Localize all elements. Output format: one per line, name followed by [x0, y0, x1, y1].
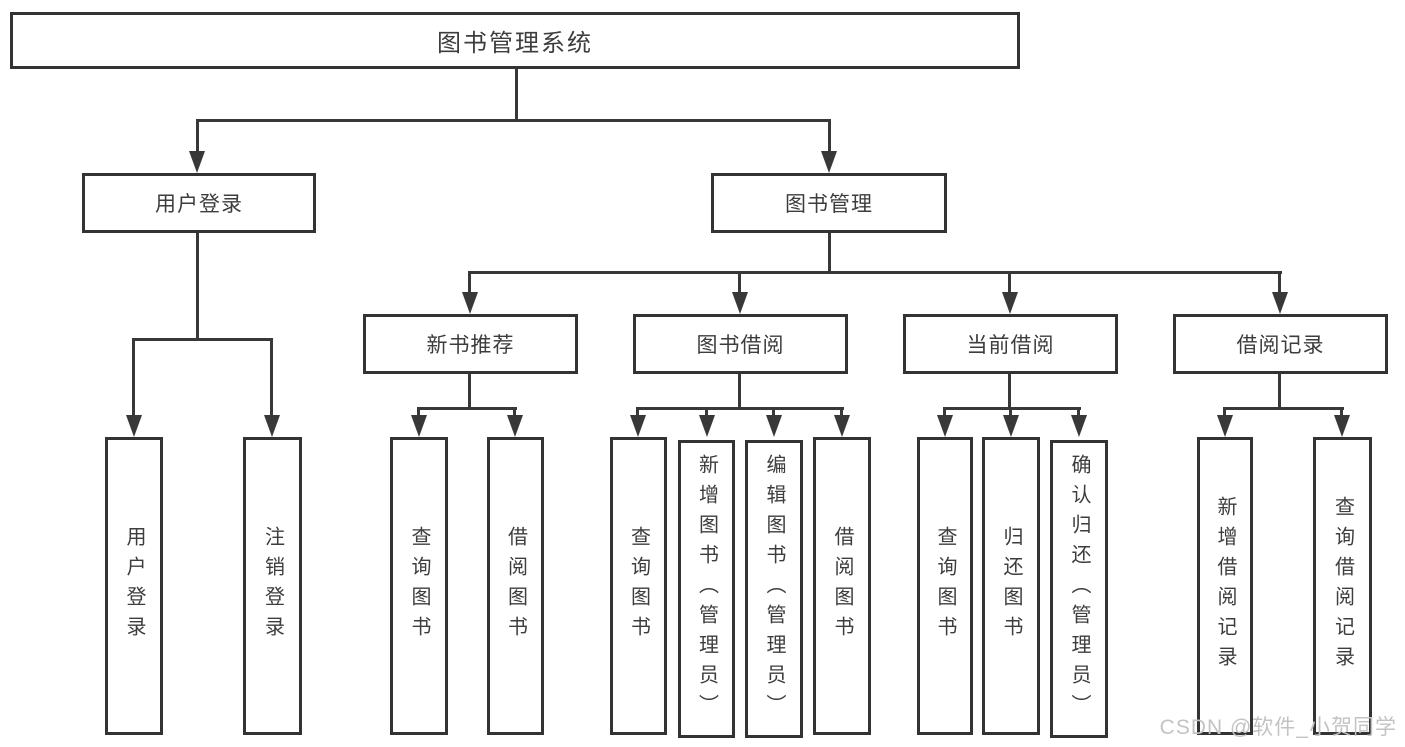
node-book-borrow: 图书借阅: [633, 314, 848, 374]
leaf-current-query-label: 查询图书: [934, 526, 956, 646]
leaf-borrow-borrow-book: 借阅图书: [813, 437, 871, 735]
connector-line: [468, 271, 471, 293]
connector-line: [1009, 407, 1012, 417]
connector-line: [772, 407, 775, 417]
connector-line: [417, 407, 420, 417]
connector-line: [468, 374, 471, 410]
leaf-borrow-query-label: 查询图书: [627, 526, 650, 646]
connector-line: [515, 69, 518, 121]
node-borrow-records: 借阅记录: [1173, 314, 1388, 374]
arrow-down-icon: [462, 292, 478, 314]
leaf-borrow-edit-book: 编辑图书（管理员）: [745, 440, 803, 738]
arrow-down-icon: [937, 415, 953, 437]
connector-line: [636, 407, 844, 410]
connector-line: [738, 271, 741, 293]
leaf-record-add-label: 新增借阅记录: [1214, 496, 1236, 676]
leaf-current-return: 归还图书: [982, 437, 1040, 735]
arrow-down-icon: [1272, 292, 1288, 314]
connector-line: [1223, 407, 1344, 410]
leaf-newbook-query-label: 查询图书: [408, 526, 430, 646]
leaf-user-login: 用户登录: [105, 437, 163, 735]
node-book-management-label: 图书管理: [785, 193, 873, 216]
leaf-newbook-borrow-label: 借阅图书: [504, 526, 527, 646]
arrow-down-icon: [630, 415, 646, 437]
arrow-down-icon: [264, 415, 280, 437]
node-current-borrow: 当前借阅: [903, 314, 1118, 374]
connector-line: [196, 119, 831, 122]
arrow-down-icon: [1217, 415, 1233, 437]
arrow-down-icon: [189, 151, 205, 173]
leaf-current-confirm-return-label: 确认归还（管理员）: [1068, 454, 1090, 724]
leaf-current-return-label: 归还图书: [1000, 526, 1022, 646]
arrow-down-icon: [1071, 415, 1087, 437]
connector-line: [196, 233, 199, 340]
leaf-borrow-add-book: 新增图书（管理员）: [678, 440, 735, 738]
leaf-borrow-edit-book-label: 编辑图书（管理员）: [763, 454, 785, 724]
connector-line: [417, 407, 517, 410]
arrow-down-icon: [507, 415, 523, 437]
connector-line: [1340, 407, 1343, 417]
leaf-newbook-query: 查询图书: [390, 437, 448, 735]
node-user-login: 用户登录: [82, 173, 316, 233]
node-user-login-label: 用户登录: [155, 193, 243, 216]
leaf-record-add: 新增借阅记录: [1197, 437, 1253, 735]
arrow-down-icon: [411, 415, 427, 437]
arrow-down-icon: [766, 415, 782, 437]
connector-line: [828, 233, 831, 274]
leaf-logout: 注销登录: [243, 437, 302, 735]
node-borrow-records-label: 借阅记录: [1236, 334, 1325, 357]
connector-line: [196, 119, 199, 153]
arrow-down-icon: [732, 292, 748, 314]
connector-line: [943, 407, 946, 417]
connector-line: [636, 407, 639, 417]
connector-line: [1008, 271, 1011, 293]
leaf-logout-label: 注销登录: [261, 526, 284, 646]
connector-line: [513, 407, 516, 417]
node-new-book-recommend-label: 新书推荐: [426, 334, 515, 357]
leaf-record-query-label: 查询借阅记录: [1331, 496, 1354, 676]
leaf-borrow-add-book-label: 新增图书（管理员）: [695, 454, 718, 724]
connector-line: [1223, 407, 1226, 417]
arrow-down-icon: [834, 415, 850, 437]
connector-line: [1077, 407, 1080, 417]
arrow-down-icon: [1002, 292, 1018, 314]
connector-line: [828, 119, 831, 153]
arrow-down-icon: [821, 151, 837, 173]
connector-line: [468, 271, 1282, 274]
leaf-current-query: 查询图书: [917, 437, 973, 735]
arrow-down-icon: [126, 415, 142, 437]
node-new-book-recommend: 新书推荐: [363, 314, 578, 374]
arrow-down-icon: [1334, 415, 1350, 437]
leaf-user-login-label: 用户登录: [123, 526, 145, 646]
connector-line: [1008, 374, 1011, 410]
node-book-borrow-label: 图书借阅: [696, 334, 785, 357]
connector-line: [840, 407, 843, 417]
connector-line: [943, 407, 1081, 410]
connector-line: [705, 407, 708, 417]
leaf-borrow-borrow-book-label: 借阅图书: [831, 526, 853, 646]
leaf-borrow-query: 查询图书: [610, 437, 667, 735]
arrow-down-icon: [1003, 415, 1019, 437]
watermark: CSDN @软件_小贺同学: [1159, 716, 1397, 739]
node-current-borrow-label: 当前借阅: [966, 334, 1055, 357]
node-root-label: 图书管理系统: [437, 30, 593, 57]
node-root: 图书管理系统: [10, 12, 1020, 69]
leaf-record-query: 查询借阅记录: [1313, 437, 1372, 735]
leaf-current-confirm-return: 确认归还（管理员）: [1050, 440, 1108, 738]
connector-line: [270, 338, 273, 415]
connector-line: [132, 338, 273, 341]
arrow-down-icon: [699, 415, 715, 437]
leaf-newbook-borrow: 借阅图书: [487, 437, 544, 735]
node-book-management: 图书管理: [711, 173, 947, 233]
connector-line: [132, 338, 135, 415]
connector-line: [738, 374, 741, 410]
connector-line: [1278, 374, 1281, 410]
connector-line: [1278, 271, 1281, 293]
